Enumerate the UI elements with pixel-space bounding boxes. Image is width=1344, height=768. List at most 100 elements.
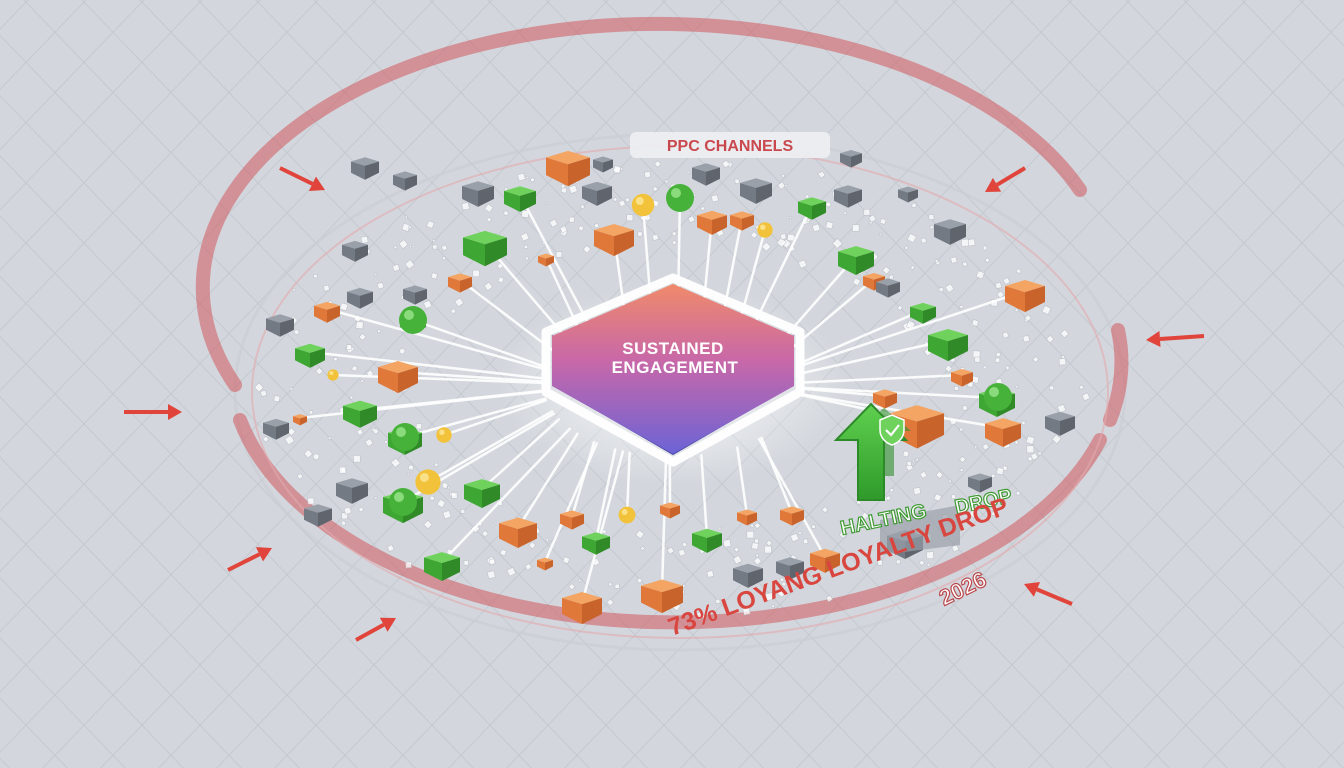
debris-particle bbox=[545, 537, 550, 542]
debris-particle bbox=[568, 216, 575, 223]
debris-particle bbox=[376, 281, 385, 290]
debris-particle bbox=[436, 498, 446, 509]
debris-particle bbox=[351, 365, 358, 372]
debris-particle bbox=[700, 206, 706, 212]
debris-particle bbox=[913, 487, 922, 495]
debris-particle bbox=[902, 450, 910, 458]
debris-particle bbox=[483, 281, 493, 292]
debris-particle bbox=[582, 245, 592, 254]
debris-particle bbox=[710, 194, 719, 203]
debris-particle bbox=[338, 466, 347, 475]
debris-particle bbox=[909, 264, 916, 271]
debris-particle bbox=[825, 201, 832, 208]
debris-particle bbox=[717, 526, 722, 531]
debris-particle bbox=[1081, 392, 1091, 402]
debris-particle bbox=[1002, 331, 1010, 339]
gray-cube bbox=[263, 418, 289, 440]
debris-particle bbox=[524, 256, 530, 261]
debris-particle bbox=[971, 318, 980, 327]
orange-cube bbox=[538, 253, 554, 267]
debris-particle bbox=[446, 486, 451, 490]
debris-particle bbox=[442, 510, 452, 520]
gray-cube bbox=[393, 171, 417, 191]
yellow-sphere bbox=[618, 506, 636, 524]
green-cube bbox=[424, 552, 460, 581]
debris-particle bbox=[721, 159, 731, 169]
debris-particle bbox=[1051, 434, 1062, 445]
debris-particle bbox=[343, 506, 352, 515]
orange-cube bbox=[378, 361, 418, 394]
debris-particle bbox=[423, 519, 433, 530]
debris-particle bbox=[1037, 451, 1043, 456]
debris-particle bbox=[636, 577, 643, 584]
debris-particle bbox=[732, 555, 743, 565]
debris-particle bbox=[562, 556, 571, 565]
debris-particle bbox=[1059, 329, 1070, 339]
debris-particle bbox=[398, 239, 409, 250]
debris-particle bbox=[521, 210, 530, 218]
debris-particle bbox=[695, 610, 706, 621]
debris-particle bbox=[606, 598, 615, 607]
debris-particle bbox=[313, 273, 318, 279]
yellow-sphere bbox=[436, 427, 452, 443]
debris-particle bbox=[360, 235, 369, 244]
debris-particle bbox=[981, 443, 990, 451]
debris-particle bbox=[733, 546, 740, 553]
orange-cube bbox=[562, 592, 602, 625]
debris-particle bbox=[472, 269, 480, 278]
debris-particle bbox=[982, 364, 988, 370]
debris-particle bbox=[852, 277, 861, 287]
debris-particle bbox=[1056, 403, 1067, 414]
debris-particle bbox=[284, 434, 295, 446]
debris-particle bbox=[911, 459, 916, 463]
debris-particle bbox=[996, 466, 1005, 476]
debris-particle bbox=[529, 176, 536, 183]
debris-particle bbox=[777, 181, 786, 190]
debris-particle bbox=[608, 582, 613, 587]
debris-particle bbox=[811, 223, 821, 233]
debris-particle bbox=[520, 232, 530, 242]
debris-particle bbox=[560, 183, 566, 189]
gray-cube bbox=[582, 181, 612, 206]
green-sphere bbox=[399, 306, 427, 334]
debris-particle bbox=[262, 435, 270, 443]
debris-particle bbox=[973, 492, 981, 499]
debris-particle bbox=[404, 215, 408, 219]
debris-particle bbox=[755, 553, 760, 558]
green-sphere bbox=[391, 423, 419, 451]
debris-particle bbox=[499, 548, 507, 557]
debris-particle bbox=[706, 570, 715, 578]
orange-cube bbox=[697, 210, 727, 235]
debris-particle bbox=[429, 495, 435, 501]
orange-cube bbox=[1005, 280, 1045, 313]
green-cube bbox=[295, 343, 325, 368]
shield-check-icon bbox=[879, 414, 905, 446]
orange-cube bbox=[951, 368, 973, 387]
debris-particle bbox=[953, 385, 959, 391]
debris-particle bbox=[1015, 490, 1021, 496]
central-hub: SUSTAINED ENGAGEMENT bbox=[498, 273, 848, 485]
hub-title-line2: ENGAGEMENT bbox=[612, 358, 739, 377]
gray-cube bbox=[898, 186, 918, 203]
debris-particle bbox=[398, 347, 406, 355]
gray-cube bbox=[834, 185, 862, 208]
debris-particle bbox=[640, 545, 646, 551]
debris-particle bbox=[405, 561, 412, 569]
debris-particle bbox=[1020, 420, 1026, 426]
gray-cube bbox=[1045, 411, 1075, 436]
debris-particle bbox=[821, 506, 829, 514]
debris-particle bbox=[349, 395, 354, 400]
debris-particle bbox=[765, 539, 773, 547]
debris-particle bbox=[753, 556, 762, 566]
debris-particle bbox=[434, 462, 439, 467]
debris-particle bbox=[776, 237, 787, 248]
debris-particle bbox=[851, 224, 860, 232]
yellow-sphere bbox=[415, 469, 441, 495]
debris-particle bbox=[968, 508, 978, 519]
debris-particle bbox=[408, 245, 412, 249]
debris-particle bbox=[1025, 435, 1036, 445]
green-cube bbox=[928, 329, 968, 362]
debris-particle bbox=[593, 222, 600, 229]
debris-particle bbox=[948, 479, 953, 484]
debris-particle bbox=[868, 214, 877, 223]
